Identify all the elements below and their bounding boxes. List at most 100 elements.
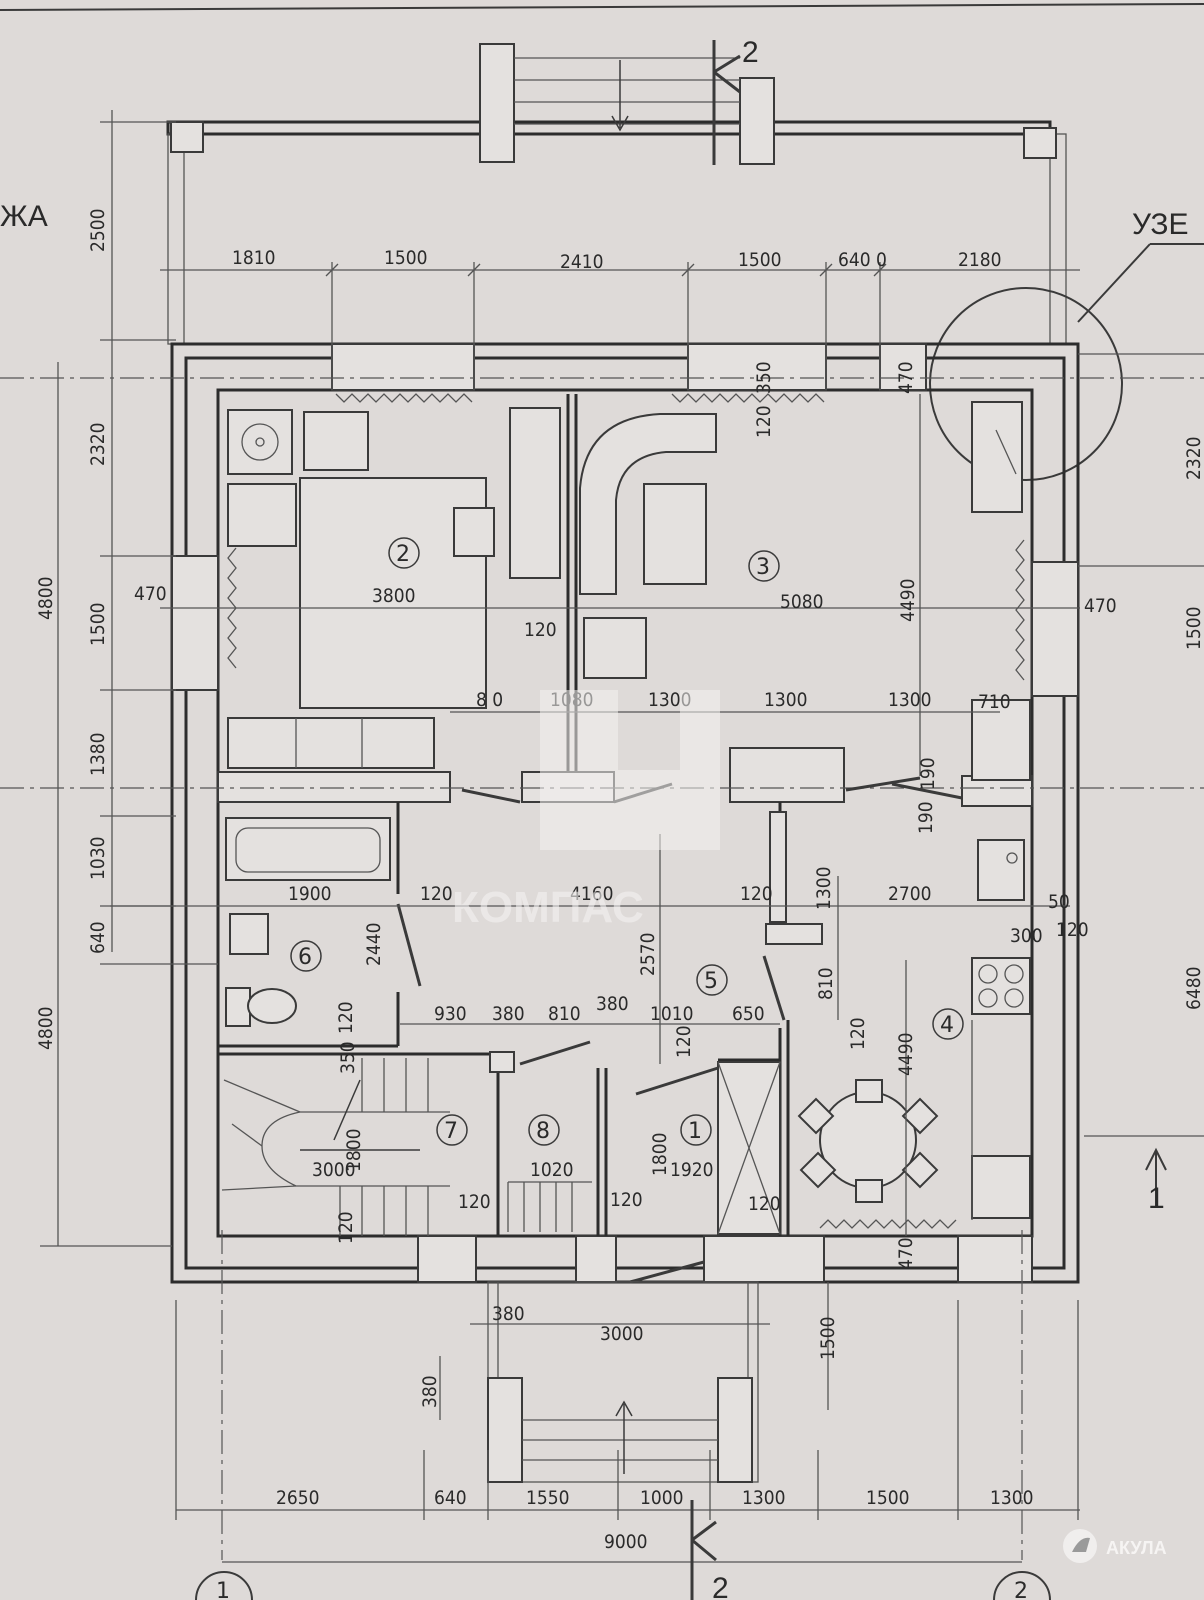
dim-int-42: 1800: [649, 1133, 671, 1177]
dim-int-44: 120: [610, 1189, 643, 1211]
dim-int-6: 8 0: [476, 689, 503, 711]
dim-int-35: 120: [847, 1017, 869, 1050]
dim-int-11: 710: [978, 691, 1011, 713]
dim-left-4: 1380: [87, 733, 109, 777]
section-mark-bottom: 2: [712, 1572, 729, 1600]
dim-left-3: 1500: [87, 603, 109, 647]
dim-int-47: 350: [337, 1041, 359, 1074]
dim-int-34: 810: [815, 967, 837, 1000]
dim-top-5: 640 0: [838, 249, 887, 271]
room-number-2: 2: [396, 542, 410, 567]
corner-label: ЖА: [0, 200, 48, 233]
axis-bubble-right: 2: [1014, 1579, 1028, 1600]
dim-top-6: 2180: [958, 249, 1002, 271]
dim-int-3: 470: [1084, 595, 1117, 617]
room-number-8: 8: [536, 1119, 550, 1144]
room-2-furniture: [227, 393, 561, 769]
dim-int-13: 120: [753, 405, 775, 438]
dim-int-53: 1500: [817, 1317, 839, 1361]
dim-bottom-2: 640: [434, 1487, 467, 1509]
dim-int-46: 120: [335, 1211, 357, 1244]
dim-right-3: 2320: [1183, 437, 1204, 481]
watermark: КОМПАС: [452, 690, 720, 932]
outer-walls: [170, 342, 1080, 1284]
dim-top-4: 1500: [738, 249, 782, 271]
dim-int-5: 120: [524, 619, 557, 641]
dim-int-22: 2570: [637, 933, 659, 977]
interior-dims: 3800 5080 470 470 4490 120 8 0 1080 1300…: [134, 361, 1117, 1408]
dim-bottom-6: 1500: [866, 1487, 910, 1509]
dim-total: 9000: [604, 1531, 648, 1553]
node-label: УЗЕ: [1132, 208, 1189, 241]
dim-int-37: 4490: [895, 1033, 917, 1077]
dim-int-24: 190: [917, 757, 939, 790]
dim-int-16: 120: [420, 883, 453, 905]
dim-bottom-3: 1550: [526, 1487, 570, 1509]
room-number-7: 7: [444, 1119, 458, 1144]
top-dimension-chain: 1810 1500 2410 1500 640 0 2180: [160, 247, 1080, 390]
section-mark-right: 1: [1148, 1182, 1165, 1215]
bottom-dimension-chain: 2650 640 1550 1000 1300 1500 1300 9000 2…: [175, 1300, 1080, 1600]
watermark-text: КОМПАС: [452, 883, 644, 932]
dim-int-20: 1300: [813, 867, 835, 911]
dim-int-28: 930: [434, 1003, 467, 1025]
dim-int-0: 3800: [372, 585, 416, 607]
dim-int-31: 380: [596, 993, 629, 1015]
dim-int-21: 2440: [363, 923, 385, 967]
dim-int-26: 300: [1010, 925, 1043, 947]
dim-left-8: 4800: [35, 1007, 57, 1051]
dim-right-1: 1500: [1183, 607, 1204, 651]
dim-int-51: 3000: [600, 1323, 644, 1345]
dim-int-41: 1920: [670, 1159, 714, 1181]
dim-int-29: 380: [492, 1003, 525, 1025]
dim-int-50: 380: [492, 1303, 525, 1325]
dim-int-40: 1020: [530, 1159, 574, 1181]
brand-badge: АКУЛА: [1063, 1529, 1167, 1563]
dim-int-39: 1800: [343, 1129, 365, 1173]
dim-int-4: 4490: [897, 579, 919, 623]
left-dimension-chain: 2500 2320 1500 1380 1030 640 4800 4800: [35, 110, 218, 1247]
bottom-porch: [439, 1281, 829, 1483]
dim-int-48: 120: [335, 1001, 357, 1034]
dim-int-17: 4160: [570, 883, 614, 905]
room-6-furniture: [225, 817, 391, 1027]
dim-bottom-7: 1300: [990, 1487, 1034, 1509]
dim-int-9: 1300: [764, 689, 808, 711]
dim-int-10: 1300: [888, 689, 932, 711]
room-number-5: 5: [704, 969, 718, 994]
dim-right-2: 6480: [1183, 967, 1204, 1011]
dim-top-3: 2410: [560, 251, 604, 273]
dim-bottom-1: 2650: [276, 1487, 320, 1509]
room-3-furniture: [579, 393, 1025, 776]
room-markers: 2 3 4 5 6 7 8 1: [290, 537, 964, 1146]
top-terrace: 2: [166, 36, 1067, 345]
stairs: [221, 1058, 592, 1236]
dim-int-23: 190: [915, 801, 937, 834]
dim-int-36: 120: [673, 1025, 695, 1058]
dim-int-33: 650: [732, 1003, 765, 1025]
room-4-furniture: [717, 699, 1031, 1235]
dim-left-6: 640: [87, 921, 109, 954]
dim-left-1: 2500: [87, 209, 109, 253]
dim-int-18: 120: [740, 883, 773, 905]
dim-top-2: 1500: [384, 247, 428, 269]
dim-int-12: 350: [753, 361, 775, 394]
dim-left-5: 1030: [87, 837, 109, 881]
dim-int-45: 120: [748, 1193, 781, 1215]
room-number-1: 1: [688, 1119, 702, 1144]
dim-int-25: 50: [1048, 891, 1070, 913]
room-number-6: 6: [298, 945, 312, 970]
dim-int-1: 5080: [780, 591, 824, 613]
dim-bottom-4: 1000: [640, 1487, 684, 1509]
dim-int-27: 120: [1056, 919, 1089, 941]
right-edge-dims: 1500 6480 2320 1: [1078, 353, 1204, 1215]
dim-bottom-5: 1300: [742, 1487, 786, 1509]
dim-int-38: 3000: [312, 1159, 356, 1181]
room-number-3: 3: [756, 555, 770, 580]
dim-int-52: 380: [419, 1375, 441, 1408]
dim-int-30: 810: [548, 1003, 581, 1025]
brand-name: АКУЛА: [1106, 1538, 1167, 1558]
axis-bubble-left: 1: [216, 1579, 230, 1600]
dim-top-1: 1810: [232, 247, 276, 269]
dim-left-7: 4800: [35, 577, 57, 621]
